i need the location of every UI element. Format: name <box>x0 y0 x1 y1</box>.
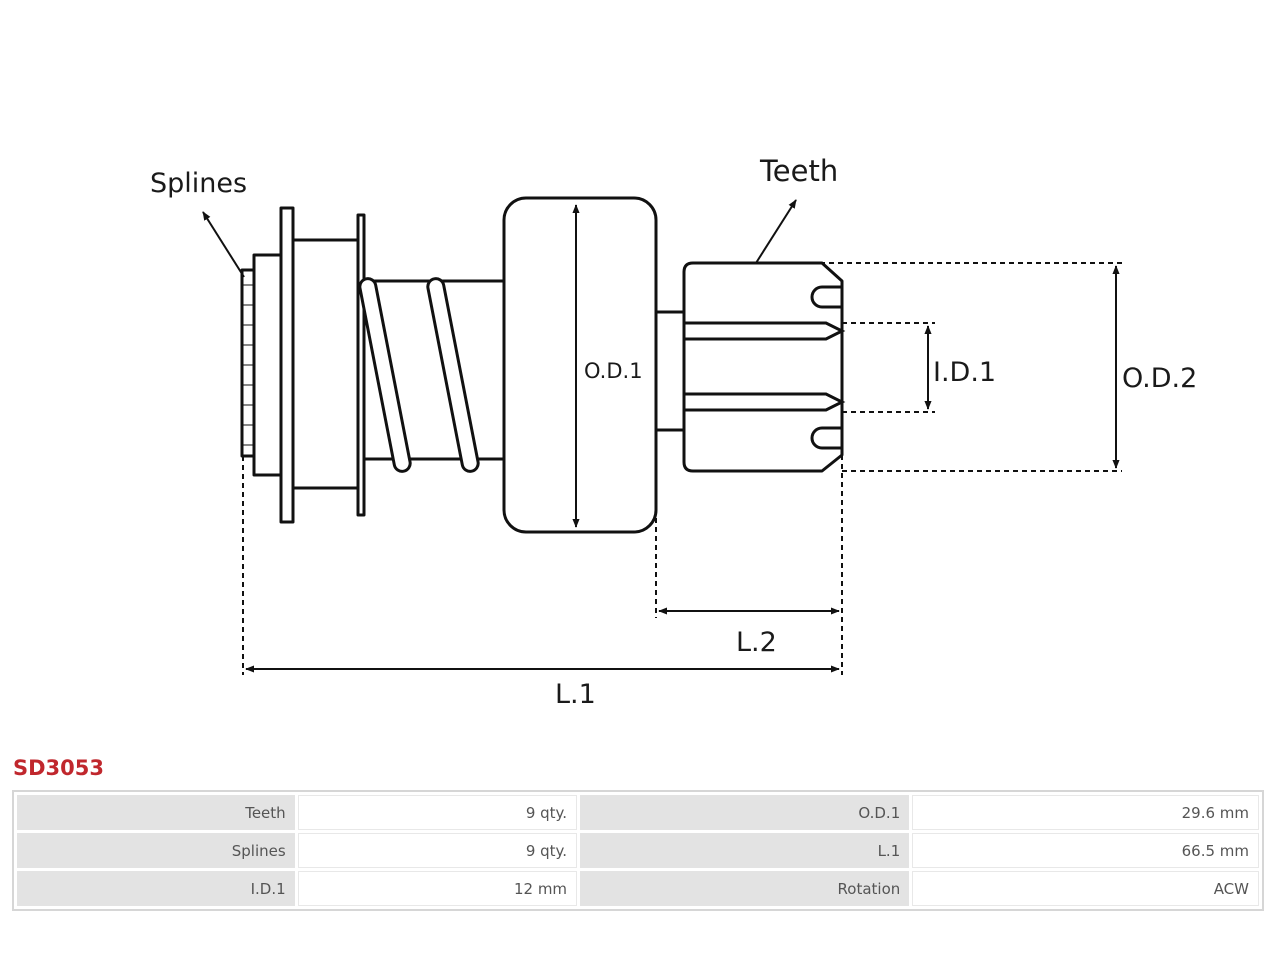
sleeve <box>291 238 360 490</box>
spec-value: ACW <box>912 871 1259 906</box>
hub-collar <box>252 253 283 477</box>
shaft-neck <box>654 310 686 432</box>
id1-label: I.D.1 <box>933 357 996 388</box>
spec-label: Rotation <box>580 871 910 906</box>
drive-body <box>240 196 844 534</box>
spec-label: Teeth <box>17 795 295 830</box>
table-row: Teeth 9 qty. O.D.1 29.6 mm <box>17 795 1259 830</box>
spec-table: Teeth 9 qty. O.D.1 29.6 mm Splines 9 qty… <box>12 790 1264 911</box>
spline-end <box>240 268 256 458</box>
teeth-gear <box>682 261 844 473</box>
spring-coil-2 <box>426 277 480 473</box>
spec-value: 66.5 mm <box>912 833 1259 868</box>
spec-value: 9 qty. <box>297 795 578 830</box>
spec-label: I.D.1 <box>17 871 295 906</box>
part-code: SD3053 <box>13 756 105 780</box>
dimension-arrows <box>202 199 1120 673</box>
spring-coil-1 <box>358 277 412 473</box>
l1-label: L.1 <box>555 679 596 710</box>
spec-value: 12 mm <box>297 871 578 906</box>
splines-label: Splines <box>150 168 247 199</box>
teeth-pointer <box>755 199 797 264</box>
table-row: I.D.1 12 mm Rotation ACW <box>17 871 1259 906</box>
teeth-label: Teeth <box>759 154 838 188</box>
spec-value: 9 qty. <box>297 833 578 868</box>
gear-tooth-details <box>684 285 846 450</box>
spec-label: O.D.1 <box>580 795 910 830</box>
od1-label: O.D.1 <box>584 359 643 383</box>
splines-pointer <box>202 211 245 278</box>
l2-label: L.2 <box>736 627 777 658</box>
spec-value: 29.6 mm <box>912 795 1259 830</box>
diagram-labels: Splines Teeth O.D.1 I.D.1 O.D.2 L.2 L.1 <box>150 154 1197 710</box>
spec-label: L.1 <box>580 833 910 868</box>
table-row: Splines 9 qty. L.1 66.5 mm <box>17 833 1259 868</box>
dimension-dashes <box>242 262 1122 675</box>
flange-left <box>279 206 295 524</box>
spec-label: Splines <box>17 833 295 868</box>
spring-coils <box>358 277 480 473</box>
spline-ridges <box>242 284 254 446</box>
od2-label: O.D.2 <box>1122 363 1197 394</box>
starter-drive-diagram: Splines Teeth O.D.1 I.D.1 O.D.2 L.2 L.1 <box>150 154 1197 710</box>
